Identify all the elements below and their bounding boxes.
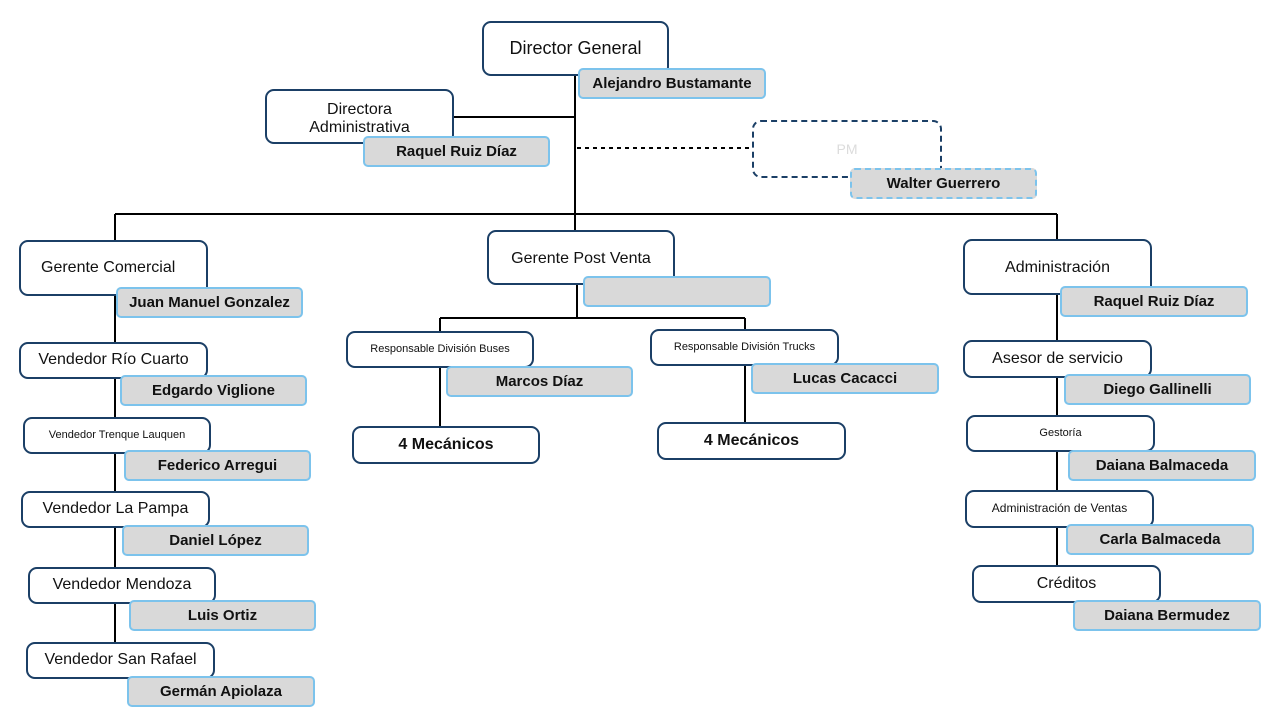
admin-unit-name: Daiana Balmaceda xyxy=(1068,450,1256,481)
admin-unit-title: Administración de Ventas xyxy=(991,501,1128,516)
director-general-box: Director General xyxy=(482,21,669,76)
buses-staff: 4 Mecánicos xyxy=(398,435,494,453)
admin-unit-box: Gestoría xyxy=(966,415,1155,452)
commercial-title: Gerente Comercial xyxy=(41,258,176,276)
administration-box: Administración xyxy=(963,239,1152,295)
seller-name: Germán Apiolaza xyxy=(127,676,315,707)
administration-title: Administración xyxy=(1005,259,1110,276)
commercial-manager-name: Juan Manuel Gonzalez xyxy=(116,287,303,318)
buses-title: Responsable División Buses xyxy=(370,343,510,356)
administration-name: Raquel Ruiz Díaz xyxy=(1060,286,1248,317)
admin-unit-box: Administración de Ventas xyxy=(965,490,1154,528)
admin-director-box: Directora Administrativa xyxy=(265,89,454,144)
admin-unit-name: Carla Balmaceda xyxy=(1066,524,1254,555)
seller-title: Vendedor San Rafael xyxy=(44,651,197,669)
post-sale-title: Gerente Post Venta xyxy=(511,250,651,267)
seller-box: Vendedor La Pampa xyxy=(21,491,210,528)
buses-mechanics-box: 4 Mecánicos xyxy=(352,426,540,464)
post-sale-manager-box: Gerente Post Venta xyxy=(487,230,675,285)
admin-unit-title: Gestoría xyxy=(1039,427,1082,440)
admin-unit-name: Daiana Bermudez xyxy=(1073,600,1261,631)
seller-name: Edgardo Viglione xyxy=(120,375,307,406)
buses-division-name: Marcos Díaz xyxy=(446,366,633,397)
admin-director-title: Directora Administrativa xyxy=(309,101,410,137)
post-sale-manager-name xyxy=(583,276,771,307)
buses-division-box: Responsable División Buses xyxy=(346,331,534,368)
pm-title: PM xyxy=(836,140,858,157)
trucks-staff: 4 Mecánicos xyxy=(703,431,800,449)
admin-unit-title: Asesor de servicio xyxy=(992,349,1123,367)
trucks-mechanics-box: 4 Mecánicos xyxy=(657,422,846,460)
director-title: Director General xyxy=(509,38,642,59)
seller-title: Vendedor Mendoza xyxy=(52,576,192,594)
admin-unit-title: Créditos xyxy=(1036,574,1097,592)
admin-director-name: Raquel Ruiz Díaz xyxy=(363,136,550,167)
seller-name: Daniel López xyxy=(122,525,309,556)
admin-unit-box: Créditos xyxy=(972,565,1161,603)
seller-title: Vendedor La Pampa xyxy=(42,500,189,518)
seller-title: Vendedor Trenque Lauquen xyxy=(48,429,186,442)
seller-box: Vendedor San Rafael xyxy=(26,642,215,679)
seller-title: Vendedor Río Cuarto xyxy=(38,351,189,369)
trucks-title: Responsable División Trucks xyxy=(673,341,816,354)
admin-unit-name: Diego Gallinelli xyxy=(1064,374,1251,405)
pm-name: Walter Guerrero xyxy=(850,168,1037,199)
seller-box: Vendedor Río Cuarto xyxy=(19,342,208,379)
seller-box: Vendedor Trenque Lauquen xyxy=(23,417,211,454)
trucks-division-name: Lucas Cacacci xyxy=(751,363,939,394)
seller-box: Vendedor Mendoza xyxy=(28,567,216,604)
trucks-division-box: Responsable División Trucks xyxy=(650,329,839,366)
seller-name: Federico Arregui xyxy=(124,450,311,481)
admin-unit-box: Asesor de servicio xyxy=(963,340,1152,378)
seller-name: Luis Ortiz xyxy=(129,600,316,631)
commercial-manager-box: Gerente Comercial xyxy=(19,240,208,296)
director-name: Alejandro Bustamante xyxy=(578,68,766,99)
